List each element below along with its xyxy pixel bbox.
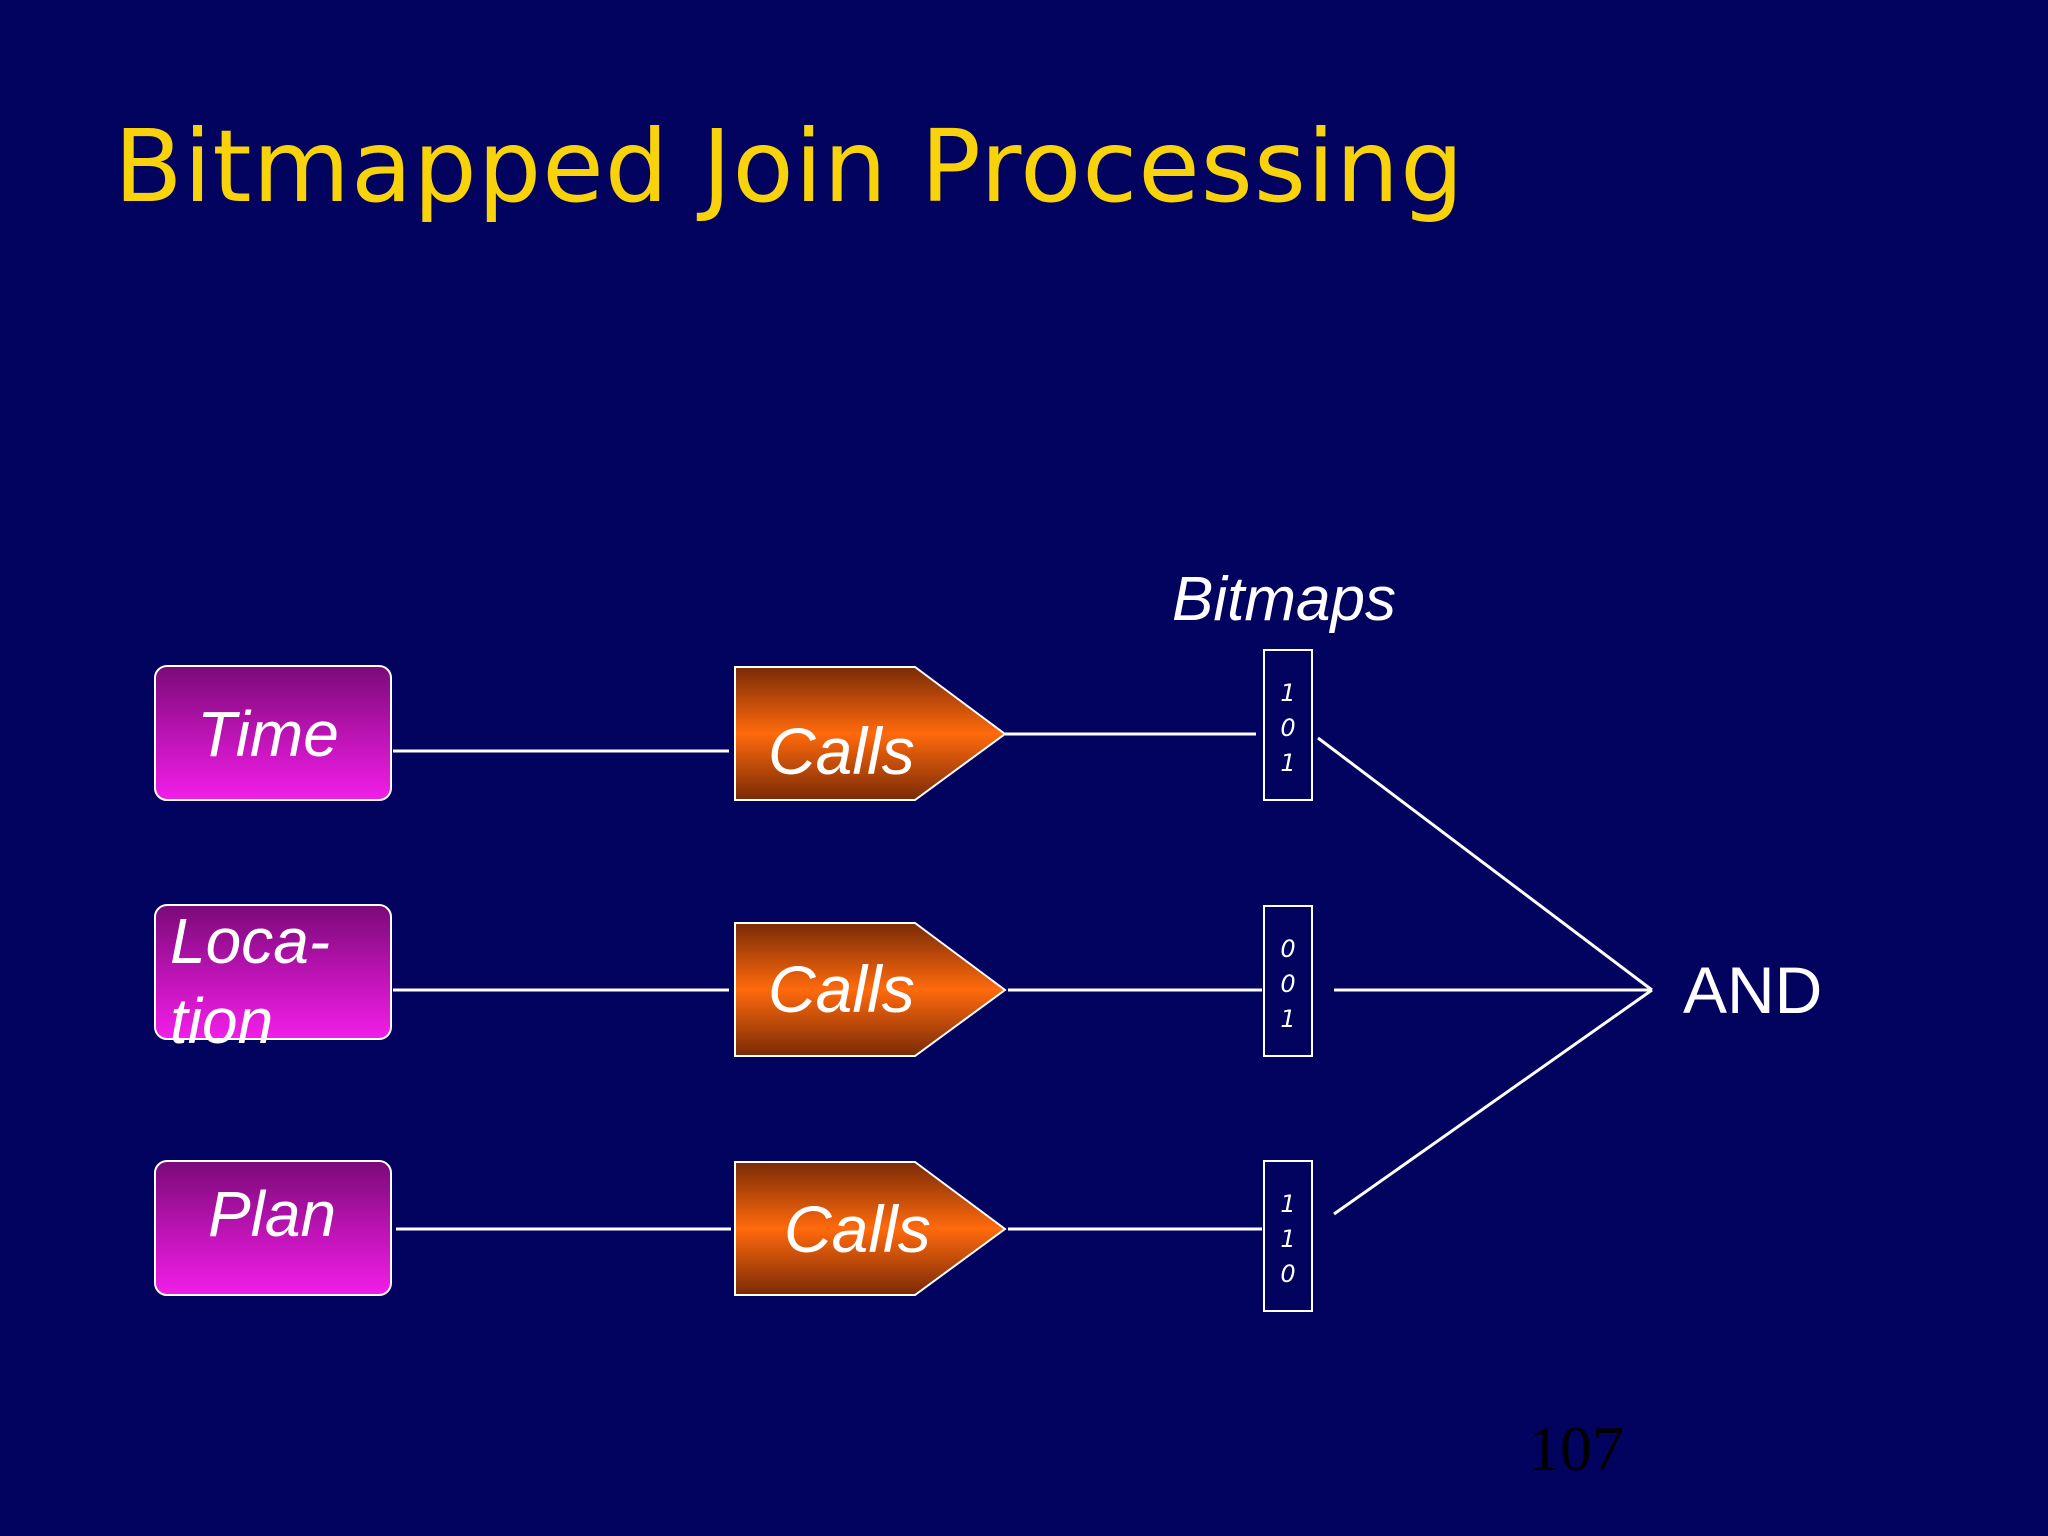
bitmaps-label: Bitmaps (1172, 565, 1396, 634)
bitmap-box (1263, 905, 1313, 1057)
bitmap-box (1263, 649, 1313, 801)
and-connector-bottom (1333, 988, 1653, 1216)
bitmap-bit: 1 (1280, 679, 1295, 707)
slide-title: Bitmapped Join Processing (114, 108, 1465, 225)
dimension-box-time (154, 665, 392, 801)
fact-table-label: Calls (768, 952, 915, 1026)
fact-table-arrow (734, 922, 1007, 1057)
dimension-label-location-line1: Loca- (170, 905, 330, 977)
dimension-box-plan (154, 1160, 392, 1296)
dimension-label-location-line2: tion (170, 985, 273, 1057)
fact-table-label: Calls (784, 1192, 931, 1266)
dimension-label-time: Time (197, 698, 339, 770)
bitmap-bit: 1 (1280, 1005, 1295, 1033)
diagram-row-location: Loca- tion Calls 0 0 1 (154, 904, 1313, 1057)
and-connector-top (1317, 736, 1653, 992)
dimension-label-plan: Plan (208, 1178, 336, 1250)
bitmap-bit: 1 (1280, 1225, 1295, 1253)
bitmap-box (1263, 1160, 1313, 1312)
page-number: 107 (1528, 1413, 1624, 1484)
fact-table-label: Calls (768, 714, 915, 788)
dimension-box-location (154, 904, 392, 1040)
diagram-row-plan: Plan Calls 1 1 0 (154, 1160, 1313, 1312)
fact-table-arrow (734, 1161, 1007, 1296)
diagram-row-time: Time Calls 1 0 1 (154, 649, 1313, 801)
bitmap-bit: 0 (1280, 935, 1295, 963)
and-label: AND (1683, 953, 1822, 1027)
fact-table-arrow (734, 666, 1007, 801)
bitmap-bit: 0 (1280, 970, 1295, 998)
bitmap-bit: 1 (1280, 1190, 1295, 1218)
bitmap-bit: 0 (1280, 1260, 1295, 1288)
bitmap-bit: 1 (1280, 749, 1295, 777)
bitmap-bit: 0 (1280, 714, 1295, 742)
